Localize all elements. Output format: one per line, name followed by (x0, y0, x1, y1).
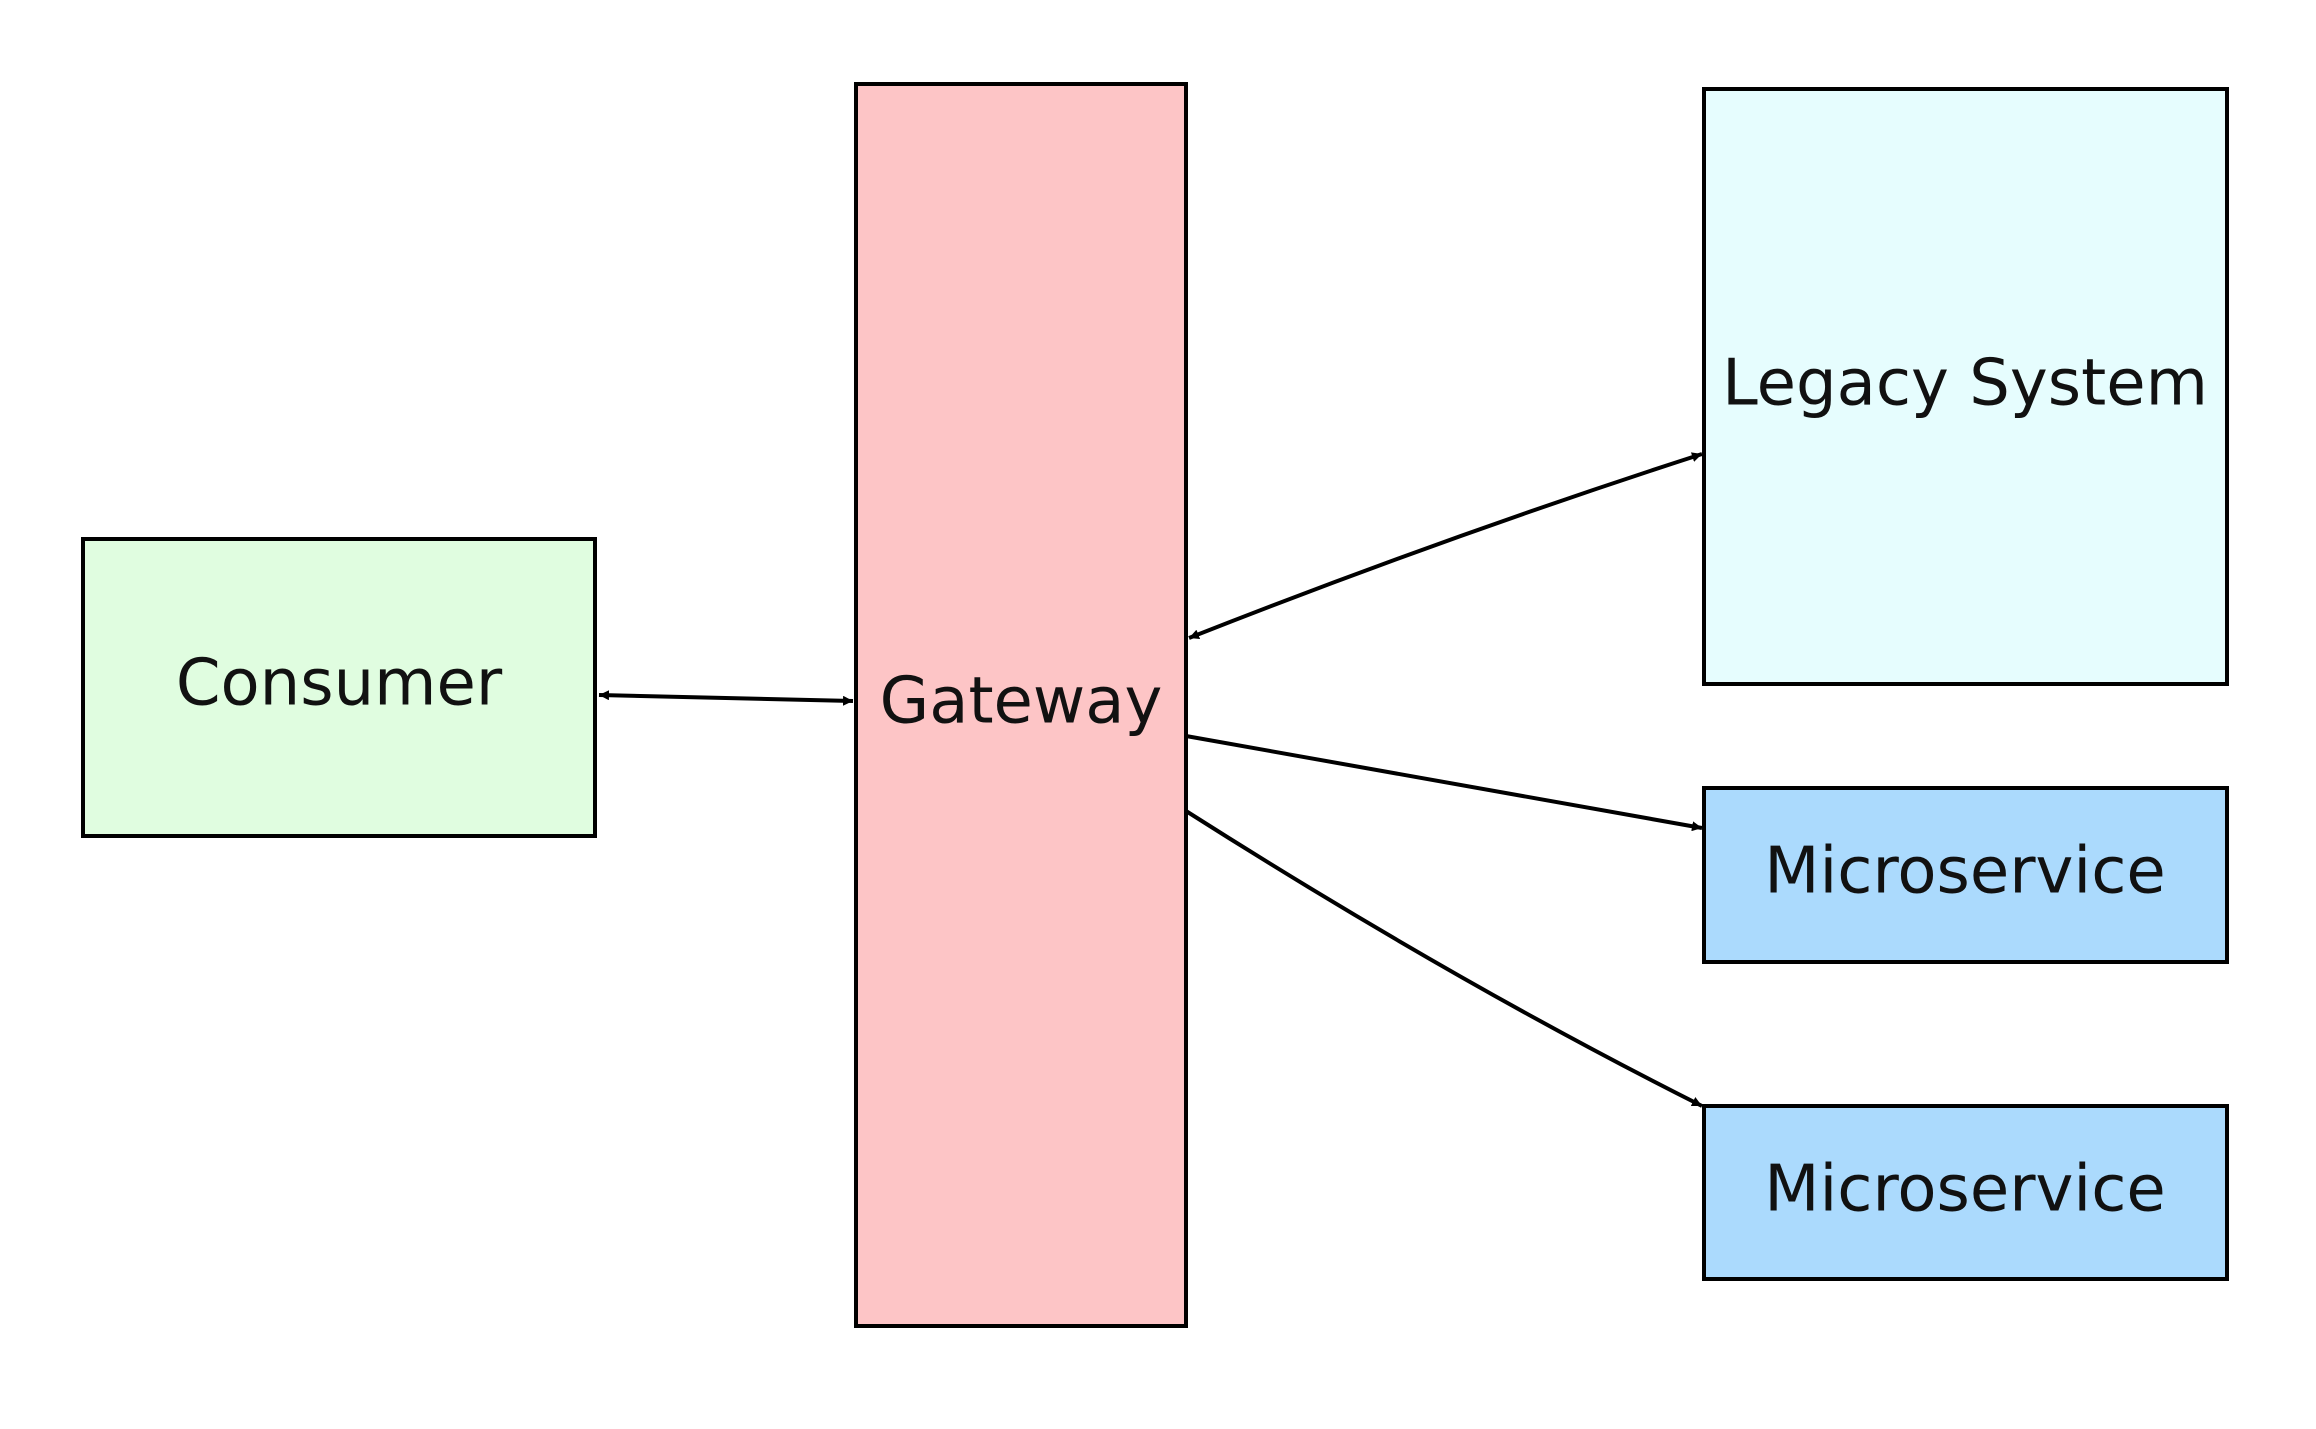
gateway-box (854, 82, 1188, 1328)
gateway-microservice-1-arrow (1185, 734, 1703, 832)
consumer-gateway-arrow (598, 690, 854, 706)
gateway-node: Gateway (854, 82, 1188, 1328)
microservice-box-2 (1702, 1104, 2229, 1281)
legacy-system-label: Legacy System (1722, 347, 2208, 421)
consumer-box (81, 537, 597, 838)
consumer-label: Consumer (176, 647, 503, 721)
legacy-system-node: Legacy System (1702, 87, 2229, 686)
microservice-label-2: Microservice (1764, 1153, 2166, 1227)
legacy-system-box (1702, 87, 2229, 686)
gateway-label: Gateway (880, 665, 1163, 739)
microservice-node-2: Microservice (1702, 1104, 2229, 1281)
consumer-node: Consumer (81, 537, 597, 838)
gateway-microservice-2-arrow (1184, 809, 1703, 1108)
microservice-box-1 (1702, 786, 2229, 964)
microservice-node-1: Microservice (1702, 786, 2229, 964)
microservice-label-1: Microservice (1764, 835, 2166, 909)
gateway-legacy-arrow (1188, 452, 1703, 640)
